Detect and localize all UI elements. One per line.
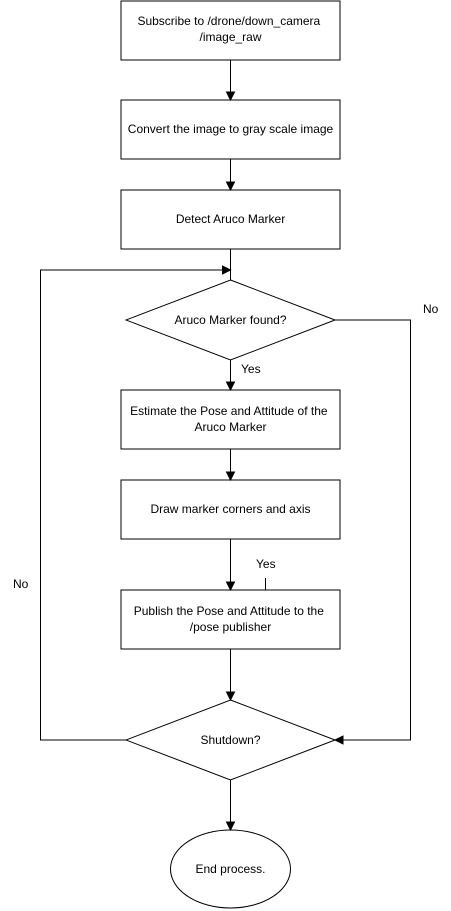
node-draw-line-1: Draw marker corners and axis bbox=[150, 502, 310, 516]
node-estimate: Estimate the Pose and Attitude of the Ar… bbox=[120, 389, 341, 450]
node-end-line-1: End process. bbox=[195, 862, 265, 876]
arrowhead bbox=[225, 181, 236, 192]
arrowhead bbox=[225, 821, 236, 832]
edge-subscribe-to-convert bbox=[225, 60, 236, 102]
arrowhead bbox=[333, 735, 344, 745]
arrowhead bbox=[225, 471, 236, 482]
svg-text:Publish the Pose and Attitude: Publish the Pose and Attitude to the /po… bbox=[134, 604, 327, 634]
svg-text:End process.: End process. bbox=[195, 862, 265, 876]
edge-draw-to-publish bbox=[225, 539, 236, 592]
svg-text:Shutdown?: Shutdown? bbox=[200, 733, 260, 747]
svg-text:Aruco Marker found?: Aruco Marker found? bbox=[174, 313, 286, 327]
svg-text:Estimate the Pose and Attitude: Estimate the Pose and Attitude of the Ar… bbox=[130, 404, 331, 434]
node-convert: Convert the image to gray scale image bbox=[120, 99, 341, 160]
node-subscribe: Subscribe to /drone/down_camera /image_r… bbox=[120, 0, 341, 61]
svg-text:Detect Aruco Marker: Detect Aruco Marker bbox=[176, 212, 285, 226]
node-draw: Draw marker corners and axis bbox=[120, 479, 341, 540]
node-found-line-1: Aruco Marker found? bbox=[174, 313, 286, 327]
edge-found-yes-to-estimate bbox=[225, 360, 236, 392]
edge-label-found-no: No bbox=[423, 302, 439, 316]
node-estimate-line-2: Aruco Marker bbox=[194, 420, 266, 434]
node-shutdown-line-1: Shutdown? bbox=[200, 733, 260, 747]
node-marker-found-decision: Aruco Marker found? bbox=[124, 279, 337, 361]
svg-text:Convert the image to gray scal: Convert the image to gray scale image bbox=[128, 122, 334, 136]
edge-publish-to-shutdown bbox=[225, 649, 236, 702]
node-publish-line-1: Publish the Pose and Attitude to the bbox=[134, 604, 324, 618]
arrowhead bbox=[225, 691, 236, 702]
edge-convert-to-detect bbox=[225, 159, 236, 192]
node-publish-line-2: /pose publisher bbox=[190, 620, 271, 634]
edge-label-shutdown-no: No bbox=[13, 577, 29, 591]
node-end-process: End process. bbox=[170, 829, 291, 909]
arrowhead bbox=[225, 581, 236, 592]
arrowhead bbox=[222, 265, 232, 275]
svg-text:Subscribe to /drone/down_camer: Subscribe to /drone/down_camera /image_r… bbox=[137, 14, 323, 44]
node-shutdown-decision: Shutdown? bbox=[124, 699, 337, 781]
node-estimate-line-1: Estimate the Pose and Attitude of the bbox=[130, 404, 328, 418]
edge-label-draw-yes: Yes bbox=[256, 557, 276, 571]
node-subscribe-line-1: Subscribe to /drone/down_camera bbox=[137, 14, 320, 28]
arrowhead bbox=[225, 91, 236, 102]
edge-estimate-to-draw bbox=[225, 449, 236, 482]
svg-text:Draw marker corners and axis: Draw marker corners and axis bbox=[150, 502, 310, 516]
arrowhead bbox=[225, 381, 236, 392]
edge-label-found-yes: Yes bbox=[241, 362, 261, 376]
edge-shutdown-to-end bbox=[225, 780, 236, 832]
node-convert-line-1: Convert the image to gray scale image bbox=[128, 122, 334, 136]
node-detect-line-1: Detect Aruco Marker bbox=[176, 212, 285, 226]
node-subscribe-line-2: /image_raw bbox=[199, 30, 261, 44]
node-detect: Detect Aruco Marker bbox=[120, 189, 341, 250]
edge-found-no-to-shutdown bbox=[333, 319, 411, 745]
node-publish: Publish the Pose and Attitude to the /po… bbox=[120, 589, 341, 650]
edge-shutdown-no-loop-back bbox=[40, 265, 232, 741]
